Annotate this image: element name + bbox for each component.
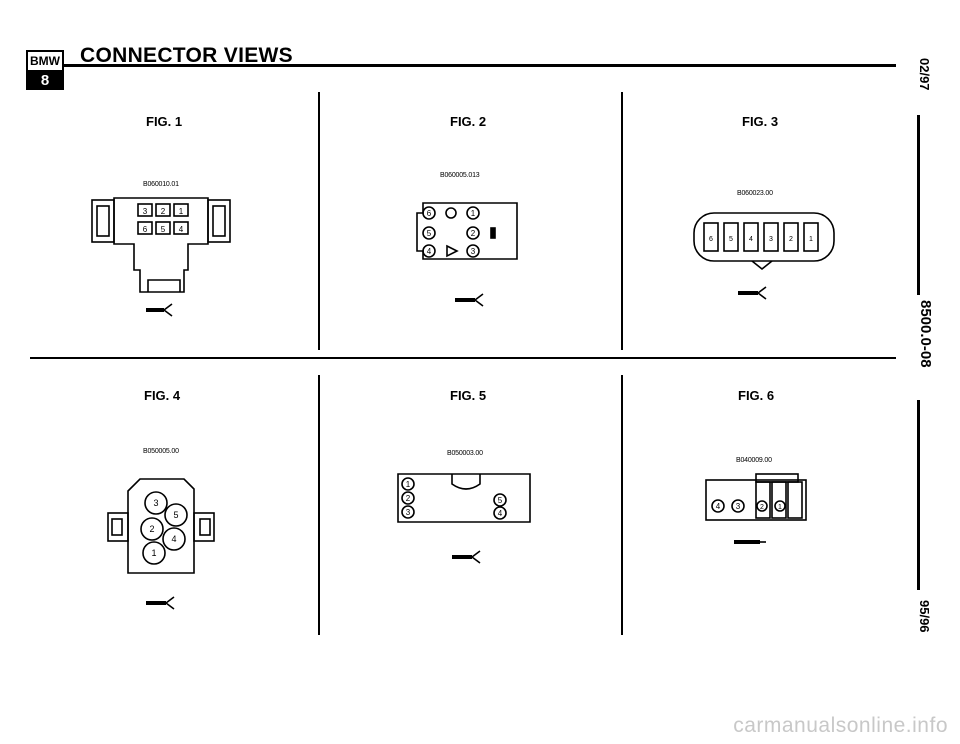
fig4-pin: 2 [149, 524, 154, 534]
fig6-label: FIG. 6 [738, 388, 775, 403]
fig4-label: FIG. 4 [144, 388, 181, 403]
fig1-pin: 4 [179, 225, 184, 234]
side-code-bottom: 95/96 [917, 600, 932, 633]
fig3-pin: 2 [789, 236, 793, 243]
page-title: CONNECTOR VIEWS [80, 44, 293, 67]
fig3-connector-diagram: 6 5 4 3 2 1 [693, 212, 835, 300]
side-bar-lower [917, 400, 920, 590]
bmw-logo: BMW 8 [26, 50, 64, 90]
fig2-pin: 6 [427, 209, 432, 218]
divider-top-1 [318, 92, 320, 350]
side-code-top: 02/97 [917, 58, 932, 91]
fig4-pin: 4 [171, 534, 176, 544]
fig1-pin: 3 [143, 207, 148, 216]
fig3-pin: 6 [709, 236, 713, 243]
side-bar-upper [917, 115, 920, 295]
fig1-pin: 1 [179, 207, 184, 216]
fig6-wire-symbol [734, 540, 766, 544]
watermark: carmanualsonline.info [733, 714, 948, 737]
middle-rule [30, 357, 896, 359]
fig4-part-number: B050005.00 [143, 448, 179, 455]
fig5-connector-diagram: 1 2 3 5 4 [397, 473, 531, 564]
fig3-pin: 5 [729, 236, 733, 243]
fig2-pin: 2 [471, 229, 476, 238]
fig1-part-number: B060010.01 [143, 181, 179, 188]
fig6-connector-diagram: 4 3 2 1 [705, 473, 807, 544]
fig5-wire-symbol [452, 550, 481, 564]
fig3-pin: 1 [809, 236, 813, 243]
fig3-pin: 4 [749, 236, 753, 243]
fig1-pin: 6 [143, 225, 148, 234]
fig1-label: FIG. 1 [146, 114, 183, 129]
fig6-pin: 4 [716, 502, 721, 511]
header-rule [64, 64, 896, 67]
fig5-pin: 2 [406, 494, 411, 503]
fig4-pin: 5 [173, 510, 178, 520]
logo-series-text: 8 [28, 72, 62, 89]
fig4-wire-symbol [146, 596, 175, 610]
fig2-wire-symbol [455, 293, 484, 307]
fig2-pin: 3 [471, 247, 476, 256]
fig5-label: FIG. 5 [450, 388, 487, 403]
fig4-pin: 1 [151, 548, 156, 558]
logo-brand-text: BMW [28, 52, 62, 72]
fig4-pin: 3 [153, 498, 158, 508]
fig1-pin: 5 [161, 225, 166, 234]
fig6-pin: 1 [778, 504, 782, 511]
fig1-connector-diagram: 3 2 1 6 5 4 [91, 197, 231, 317]
side-code-middle: 8500.0-08 [917, 300, 934, 368]
fig5-pin: 4 [498, 509, 503, 518]
fig2-label: FIG. 2 [450, 114, 487, 129]
fig2-connector-diagram: 6 1 5 2 4 3 [416, 202, 518, 307]
divider-bottom-1 [318, 375, 320, 635]
fig5-part-number: B050003.00 [447, 450, 483, 457]
fig1-pin: 2 [161, 207, 166, 216]
fig3-wire-symbol [738, 286, 767, 300]
fig1-wire-symbol [146, 303, 173, 317]
fig3-part-number: B060023.00 [737, 190, 773, 197]
fig5-pin: 3 [406, 508, 411, 517]
fig2-pin: 1 [471, 209, 476, 218]
divider-top-2 [621, 92, 623, 350]
fig4-connector-diagram: 3 5 2 4 1 [107, 478, 215, 610]
fig3-label: FIG. 3 [742, 114, 779, 129]
divider-bottom-2 [621, 375, 623, 635]
fig2-pin: 5 [427, 229, 432, 238]
fig2-pin: 4 [427, 247, 432, 256]
fig6-pin: 3 [736, 502, 741, 511]
fig6-part-number: B040009.00 [736, 457, 772, 464]
fig5-pin: 5 [498, 496, 503, 505]
fig5-pin: 1 [406, 480, 411, 489]
fig6-pin: 2 [760, 504, 764, 511]
fig3-pin: 3 [769, 236, 773, 243]
fig2-part-number: B060005.013 [440, 172, 480, 179]
